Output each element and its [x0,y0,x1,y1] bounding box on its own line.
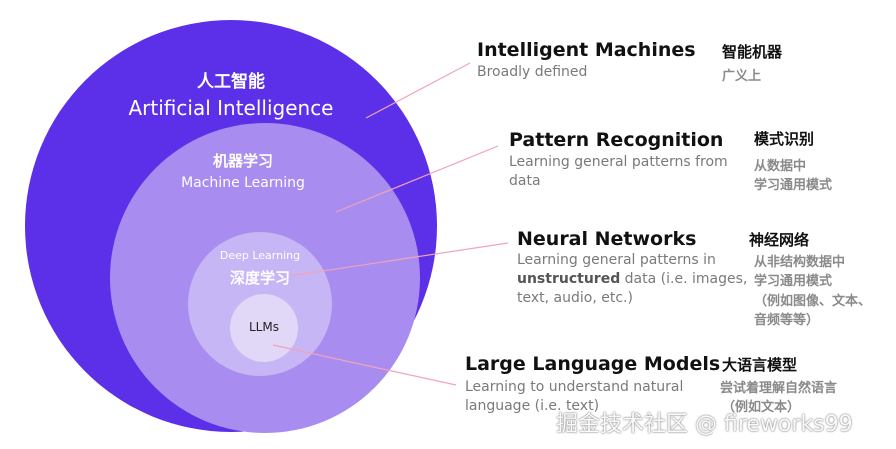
neural-networks-desc-3: text, audio, etc.) [517,290,633,306]
llm-zh-sub-2: （例如文本） [722,400,801,415]
neural-networks-desc-2-rest: data (i.e. images, [620,271,748,287]
neural-networks-zh: 神经网络 [749,231,810,249]
connector-llms [272,344,457,386]
pattern-recognition-title: Pattern Recognition [509,129,724,151]
llm-desc-1: Learning to understand natural [465,379,684,395]
pattern-recognition-zh-sub-1: 从数据中 [754,159,807,174]
llm-desc-2: language (i.e. text) [465,398,600,414]
intelligent-machines-desc: Broadly defined [477,64,588,80]
dl-label-zh: 深度学习 [229,269,290,287]
pattern-recognition-zh-sub-2: 学习通用模式 [754,178,833,193]
ml-label-zh: 机器学习 [212,152,273,170]
ml-label-en: Machine Learning [181,175,305,191]
intelligent-machines-zh: 智能机器 [722,43,783,61]
neural-networks-zh-sub-4: 音频等等） [754,313,820,328]
neural-networks-desc-1: Learning general patterns in [517,252,716,268]
neural-networks-zh-sub-2: 学习通用模式 [754,274,833,289]
pattern-recognition-desc-1: Learning general patterns from [509,154,728,170]
pattern-recognition-zh: 模式识别 [754,130,815,148]
intelligent-machines-zh-sub: 广义上 [722,69,762,84]
neural-networks-desc-2: unstructured data (i.e. images, [517,270,747,289]
connector-intelligent-machines [365,62,471,119]
dl-label-en: Deep Learning [219,249,301,262]
llm-zh-sub-1: 尝试着理解自然语言 [720,381,838,396]
llm-zh: 大语言模型 [722,356,798,374]
connector-pattern-recognition [335,145,499,213]
pattern-recognition-desc-2: data [509,173,541,189]
neural-networks-title: Neural Networks [517,228,697,250]
intelligent-machines-title: Intelligent Machines [477,39,696,61]
connector-neural-networks [289,242,509,277]
ai-label-zh: 人工智能 [197,72,265,92]
ai-label-en: Artificial Intelligence [128,96,334,120]
llm-title: Large Language Models [465,353,721,375]
neural-networks-zh-sub-1: 从非结构数据中 [754,255,846,270]
llm-label: LLMs [249,320,279,334]
llm-circle [230,294,298,362]
unstructured-emphasis: unstructured [517,271,621,287]
neural-networks-zh-sub-3: （例如图像、文本、 [754,294,872,309]
watermark: 掘金技术社区 @ fireworks99 [556,412,853,437]
